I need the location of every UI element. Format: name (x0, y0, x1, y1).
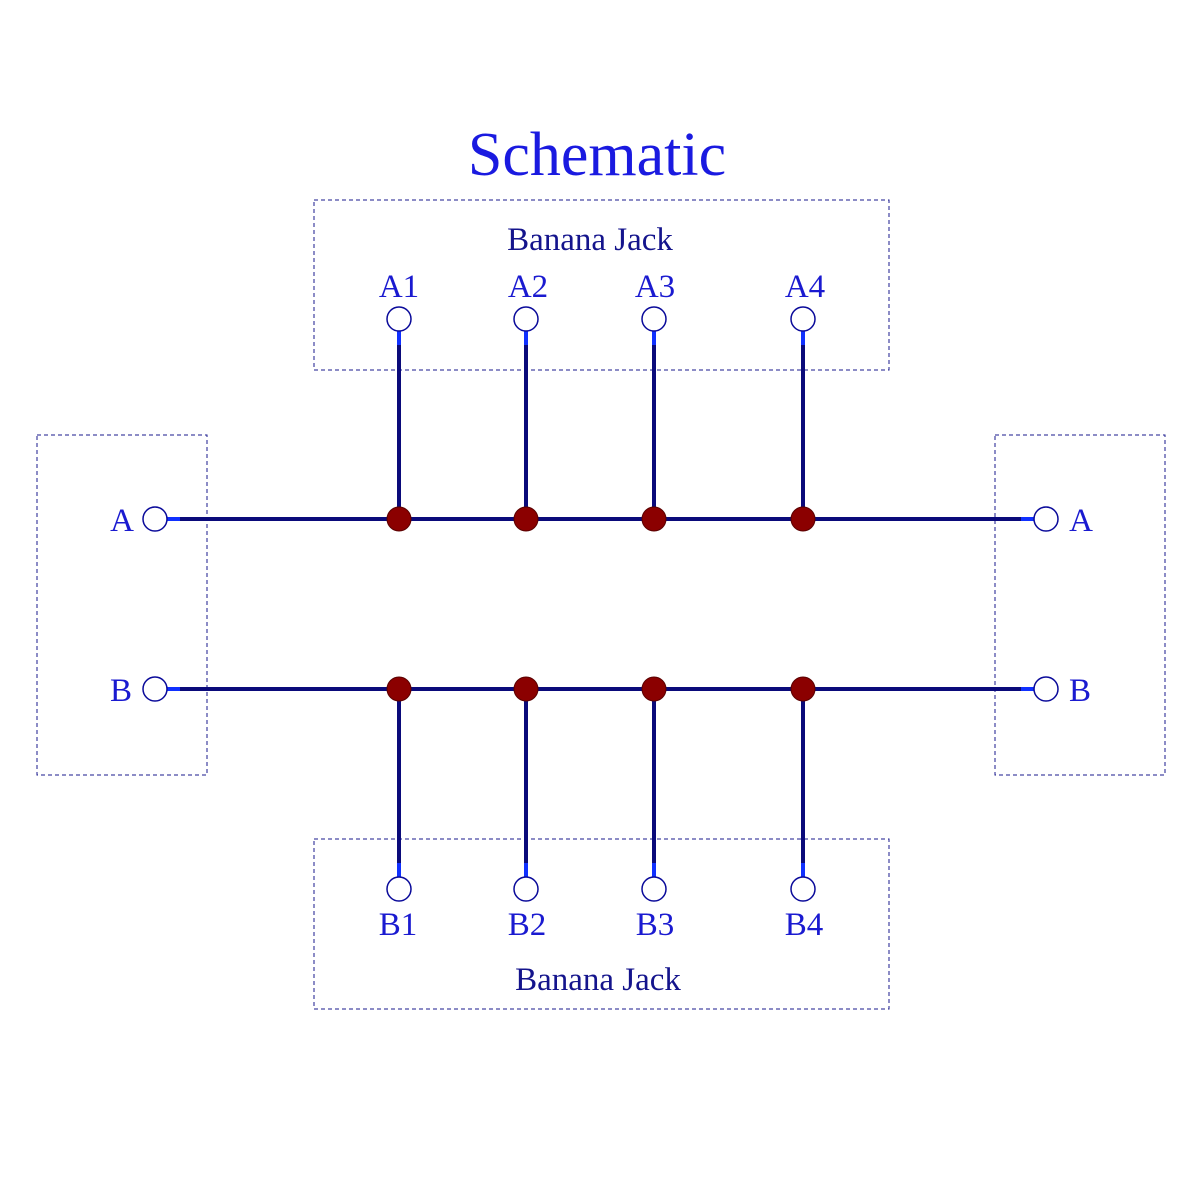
junction-a1 (386, 506, 412, 532)
jack-a3-terminal (641, 306, 667, 332)
left-label-b: B (110, 673, 132, 709)
left-terminal-a (142, 506, 168, 532)
left-label-a: A (110, 503, 134, 539)
junction-b1 (386, 676, 412, 702)
bottom-banana-jack-box (313, 838, 890, 1010)
junction-b2 (513, 676, 539, 702)
right-label-b: B (1069, 673, 1091, 709)
junction-a4 (790, 506, 816, 532)
jack-b2-label: B2 (508, 907, 547, 943)
jack-b3-terminal (641, 876, 667, 902)
jack-a2-terminal (513, 306, 539, 332)
jack-a4-terminal (790, 306, 816, 332)
right-terminal-a (1033, 506, 1059, 532)
left-terminal-b (142, 676, 168, 702)
diagram-title: Schematic (468, 121, 726, 189)
right-connector-box (994, 434, 1166, 776)
bottom-box-label: Banana Jack (515, 962, 681, 998)
top-box-label: Banana Jack (507, 222, 673, 258)
right-terminal-b (1033, 676, 1059, 702)
jack-b3-label: B3 (636, 907, 675, 943)
junction-a3 (641, 506, 667, 532)
junction-a2 (513, 506, 539, 532)
jack-b1-terminal (386, 876, 412, 902)
jack-b1-label: B1 (379, 907, 418, 943)
jack-b4-terminal (790, 876, 816, 902)
junction-b4 (790, 676, 816, 702)
jack-a3-label: A3 (635, 269, 675, 305)
junction-b3 (641, 676, 667, 702)
jack-a1-terminal (386, 306, 412, 332)
jack-a1-label: A1 (379, 269, 419, 305)
right-label-a: A (1069, 503, 1093, 539)
jack-a2-label: A2 (508, 269, 548, 305)
jack-b4-label: B4 (785, 907, 824, 943)
jack-a4-label: A4 (785, 269, 825, 305)
jack-b2-terminal (513, 876, 539, 902)
left-connector-box (36, 434, 208, 776)
top-banana-jack-box (313, 199, 890, 371)
